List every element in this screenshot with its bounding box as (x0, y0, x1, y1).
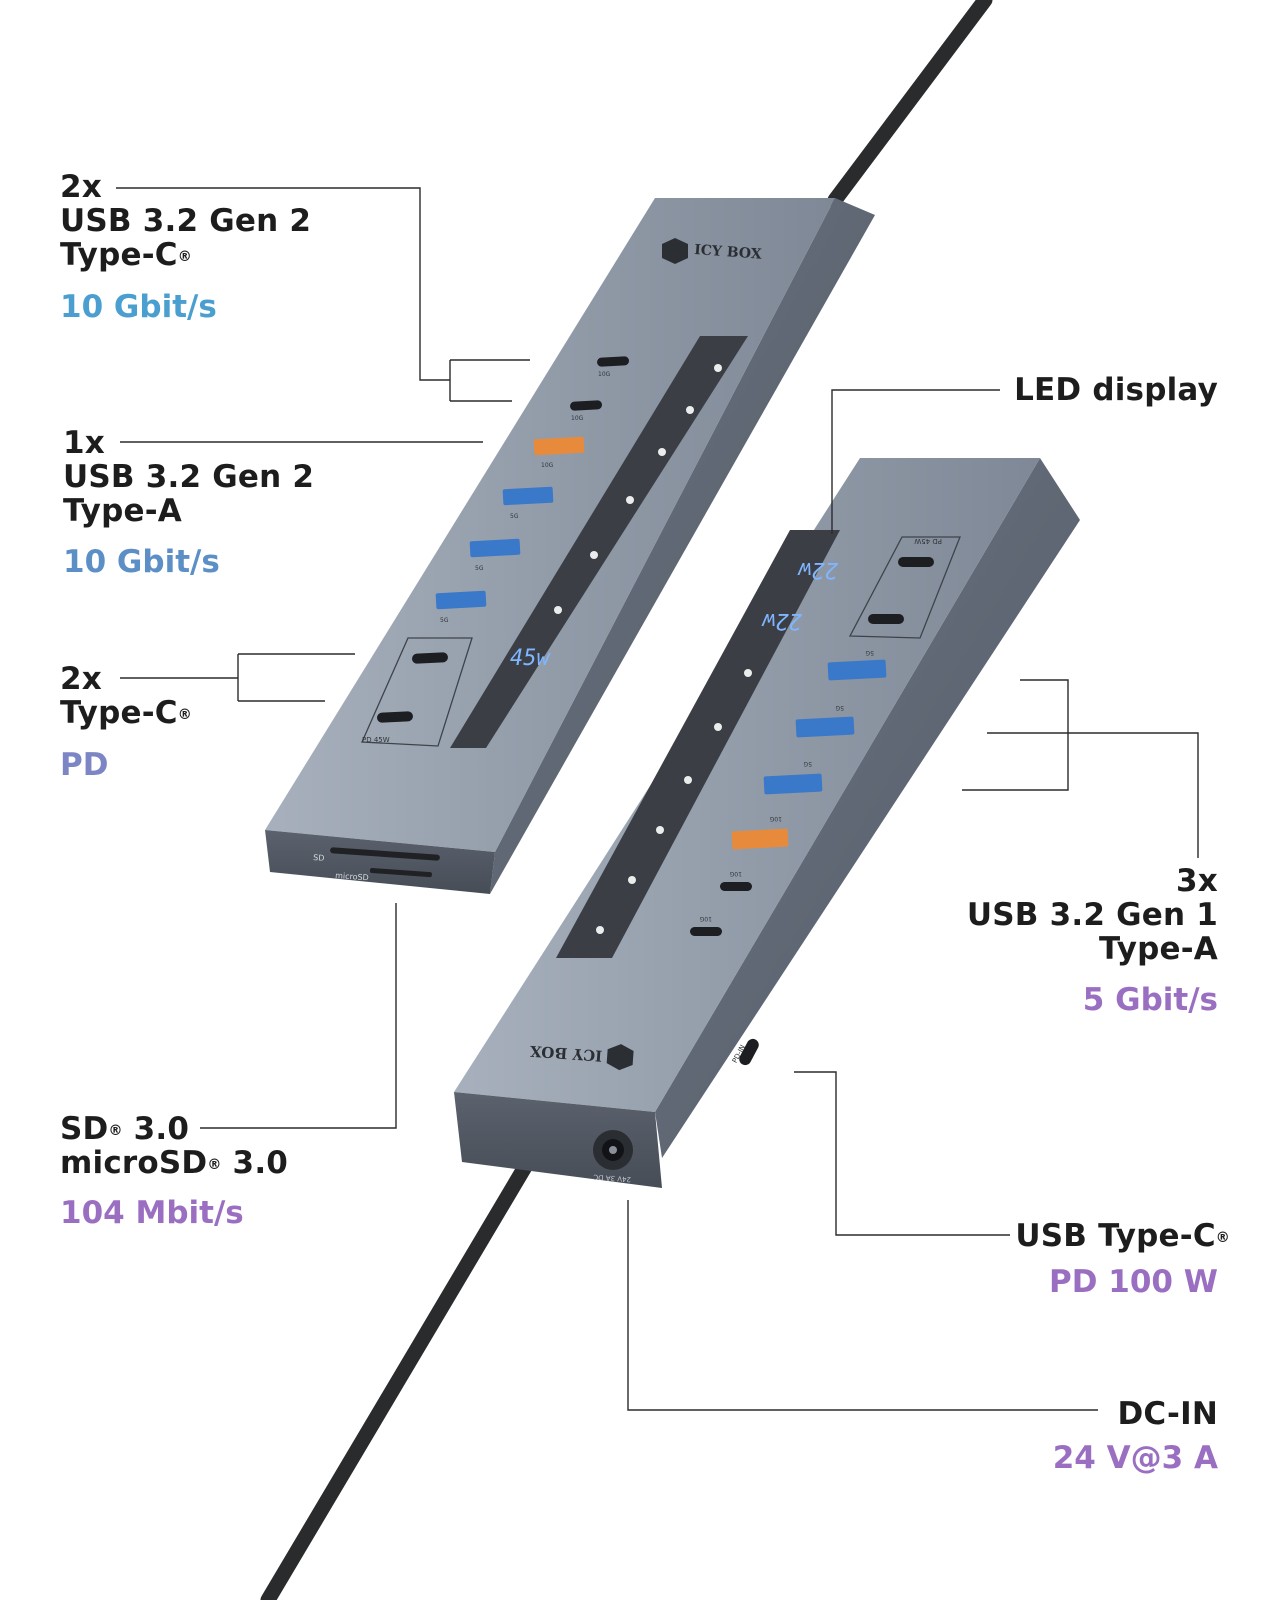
usba-port-gen2 (533, 436, 585, 456)
svg-text:10G: 10G (541, 462, 554, 469)
svg-text:PD 45W: PD 45W (362, 736, 390, 744)
leader-card (200, 903, 397, 1129)
leader-dc-in (627, 1200, 1098, 1411)
callout-usb-c-gen2-speed: 10 Gbit/s (60, 289, 217, 325)
leader-usb-c-gen2 (116, 187, 450, 381)
callout-card-sd: SD (60, 1111, 109, 1147)
led-strip-front (450, 336, 748, 748)
callout-usb-a-gen1: 3x USB 3.2 Gen 1 Type-A (967, 864, 1218, 966)
callout-usb-a-gen2-count: 1x (63, 425, 105, 461)
callout-card-microsd: microSD (60, 1145, 208, 1181)
dc-jack-label: 24V 3A DC (593, 1173, 631, 1184)
leader-usb-a-gen1 (962, 679, 1069, 791)
callout-usb-c-gen2: 2x USB 3.2 Gen 2 Type-C® (60, 170, 311, 272)
sd-slot (330, 847, 440, 861)
callout-card-reader: SD® 3.0 microSD® 3.0 (60, 1111, 289, 1181)
usba-back-1 (827, 659, 887, 681)
callout-usb-a-gen2-line2: Type-A (63, 493, 182, 529)
microsd-slot (369, 868, 432, 878)
svg-text:5G: 5G (475, 565, 484, 572)
usba-back-gen2 (731, 828, 789, 850)
registered-mark: ® (177, 249, 192, 265)
callout-usb-a-gen1-count: 3x (1176, 863, 1218, 899)
callout-pd-in-title: USB Type-C (1015, 1218, 1216, 1254)
icy-box-logo-back: ICY BOX (529, 1042, 634, 1071)
callout-dc-in-title: DC-IN (1117, 1396, 1218, 1432)
leader-lines (116, 187, 1199, 1411)
svg-text:PD 45W: PD 45W (914, 537, 942, 545)
usba-port-gen1-2 (469, 538, 521, 558)
svg-text:ICY BOX: ICY BOX (694, 242, 763, 263)
callout-usb-a-gen1-line2: Type-A (1099, 931, 1218, 967)
usba-port-gen1-1 (502, 486, 554, 506)
hub-back-side (655, 458, 1080, 1158)
pd-port-frame-front (361, 637, 473, 747)
leader-pd-in (794, 1071, 1010, 1236)
callout-led-display: LED display (1014, 372, 1218, 408)
led-strip-back (556, 530, 840, 958)
usbc-port-2 (570, 400, 603, 411)
led-dots-front (554, 364, 722, 614)
hub-front: SD microSD 45w ICY BOX 10G 10G 10G 5G 5G… (265, 198, 875, 894)
usbc-back-1 (720, 882, 752, 891)
callout-card-speed: 104 Mbit/s (60, 1195, 244, 1231)
cable-top (827, 0, 993, 208)
svg-text:ICY BOX: ICY BOX (529, 1042, 603, 1065)
pd-in-port (739, 1038, 759, 1066)
icy-box-logo-front: ICY BOX (662, 238, 762, 264)
svg-text:10G: 10G (769, 815, 782, 822)
svg-text:10G: 10G (699, 915, 712, 922)
svg-text:5G: 5G (440, 617, 449, 624)
callout-usb-c-pd-speed: PD (60, 747, 109, 783)
callout-usb-a-gen2-line1: USB 3.2 Gen 2 (63, 459, 315, 495)
callout-pd-in-spec: PD 100 W (1049, 1264, 1218, 1300)
hub-back: 24V 3A DC 22w 22w PD 45W 5G 5G 5G 10G 10… (454, 458, 1080, 1188)
pd-port-back-1 (898, 557, 934, 567)
registered-mark: ® (177, 707, 192, 723)
pd-port-frame-back (848, 536, 961, 639)
callout-usb-a-gen2-speed: 10 Gbit/s (63, 544, 220, 580)
callout-usb-c-pd: 2x Type-C® (60, 662, 192, 730)
pd-port-back-2 (868, 614, 904, 624)
svg-text:10G: 10G (598, 371, 611, 378)
microsd-slot-label: microSD (335, 871, 369, 882)
callout-usb-c-pd-line1: Type-C (60, 695, 178, 731)
svg-text:5G: 5G (803, 760, 812, 767)
svg-text:10G: 10G (571, 415, 584, 422)
usbc-back-2 (690, 927, 722, 936)
svg-text:5G: 5G (510, 513, 519, 520)
usba-back-3 (763, 773, 823, 795)
led-readout-back-mid: 22w (761, 608, 802, 633)
usba-port-gen1-3 (435, 590, 487, 610)
svg-text:5G: 5G (865, 649, 874, 656)
svg-text:10G: 10G (729, 870, 742, 877)
callout-pd-in: USB Type-C® (1015, 1218, 1230, 1254)
led-readout-back-top: 22w (797, 557, 838, 582)
callout-usb-c-pd-count: 2x (60, 661, 102, 697)
svg-text:5G: 5G (835, 704, 844, 711)
callout-usb-c-gen2-count: 2x (60, 169, 102, 205)
led-readout-front: 45w (510, 646, 551, 671)
usbc-port-1 (597, 356, 630, 367)
leader-led (831, 389, 1000, 534)
led-dots-back (596, 669, 752, 934)
pd-port-2 (377, 711, 413, 723)
sd-slot-label: SD (313, 853, 325, 863)
cable-bottom (260, 1142, 543, 1600)
callout-usb-c-gen2-line1: USB 3.2 Gen 2 (60, 203, 312, 239)
callout-dc-in-spec: 24 V@3 A (1052, 1440, 1218, 1476)
hub-front-end (265, 830, 495, 894)
callout-usb-a-gen1-line1: USB 3.2 Gen 1 (966, 897, 1218, 933)
hub-front-side (490, 198, 875, 894)
callout-usb-a-gen1-speed: 5 Gbit/s (1082, 982, 1218, 1018)
callout-usb-c-gen2-line2: Type-C (60, 237, 178, 273)
pd-port-1 (412, 652, 448, 664)
callout-usb-a-gen2: 1x USB 3.2 Gen 2 Type-A (63, 426, 314, 528)
usba-back-2 (795, 716, 855, 738)
